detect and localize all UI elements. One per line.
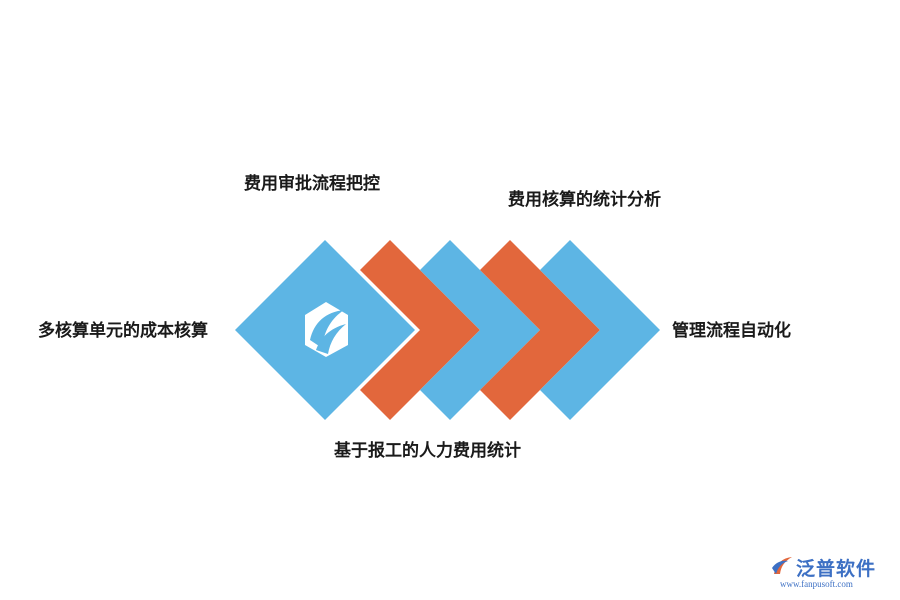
watermark-url: www.fanpusoft.com: [780, 579, 853, 589]
watermark-name: 泛普软件: [796, 558, 877, 580]
hexagon-swoosh-logo-icon: [305, 302, 348, 357]
label-expense-statistics: 费用核算的统计分析: [508, 190, 661, 210]
chevron-3: [480, 240, 600, 420]
watermark: 泛普软件 www.fanpusoft.com: [768, 552, 894, 596]
chevron-4: [540, 240, 660, 420]
label-labor-cost-statistics: 基于报工的人力费用统计: [334, 441, 521, 461]
fanpu-logo-icon: [772, 557, 792, 574]
label-multi-unit-costing: 多核算单元的成本核算: [38, 321, 208, 341]
chevron-2: [420, 240, 540, 420]
chevron-1: [360, 240, 480, 420]
label-process-automation: 管理流程自动化: [672, 321, 791, 341]
label-expense-approval: 费用审批流程把控: [244, 174, 380, 194]
